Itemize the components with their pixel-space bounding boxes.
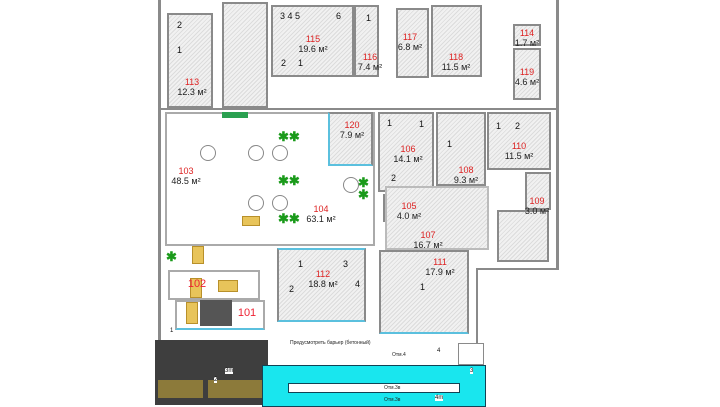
workplace-mark: 3 [343,259,349,269]
bench [242,216,260,226]
room-111[interactable] [379,250,469,334]
workplace-mark: 6 [336,11,342,21]
dimension-label: 4m [435,395,444,401]
channel-divider [288,383,460,393]
room-116[interactable] [354,5,379,77]
elevation-label: Отм.3в [384,397,401,403]
workplace-mark: 2 [281,58,287,68]
room-114[interactable] [513,24,541,46]
workplace-mark: 1 [387,118,393,128]
room-102[interactable] [168,270,260,300]
parking-stripe [208,380,264,398]
section-mark: 2 [214,377,218,383]
outer-wall-right-lower [476,268,559,270]
section-mark: 3 [470,368,474,374]
workplace-mark: 1 [496,121,502,131]
workplace-mark: 1 [298,58,304,68]
corridor-wall [161,108,556,110]
room-label-102: 102 [187,278,207,290]
section-mark: 1 [170,328,174,334]
workplace-mark: 4 [355,279,361,289]
plant-icon: ✱✱ [278,211,300,226]
room-109[interactable] [525,172,551,210]
workplace-mark: 1 [419,119,425,129]
room-117[interactable] [396,8,429,78]
section-mark: 4 [437,348,441,354]
room-label-101: 101 [237,307,257,319]
room-108[interactable] [436,112,486,186]
plant-icon: ✱ [166,249,177,264]
outer-wall-right [556,0,559,270]
outer-wall-left [158,0,161,340]
pillar [458,343,484,365]
sofa [222,112,248,118]
workplace-mark: 1 [177,45,183,55]
bench [190,278,202,298]
table [248,145,264,161]
bench [186,302,198,324]
storage-room [497,210,549,262]
room-115[interactable] [271,5,354,77]
outer-wall-right-lower-v [476,268,478,348]
room-107[interactable] [385,186,489,250]
room-106[interactable] [378,112,434,192]
table [200,145,216,161]
barrier-note: Предусмотреть барьер (бетонный) [290,340,371,346]
workplace-mark: 2 [289,284,295,294]
workplace-mark: 2 [177,20,183,30]
plant-icon: ✱ [358,175,369,190]
room-113[interactable] [167,13,213,108]
tiled-floor [200,300,232,326]
workplace-mark: 2 [391,173,397,183]
table [272,195,288,211]
room-110[interactable] [487,112,551,170]
workplace-mark: 2 [515,121,521,131]
shaft [222,2,268,108]
plant-icon: ✱✱ [278,129,300,144]
dimension-label: 3m [225,368,234,374]
room-112[interactable] [277,248,366,322]
workplace-mark: 1 [298,259,304,269]
parking-stripe [158,380,203,398]
workplace-mark: 1 [420,282,426,292]
plant-icon: ✱✱ [278,173,300,188]
bench [218,280,238,292]
workplace-mark: 1 [366,13,372,23]
room-119[interactable] [513,48,541,100]
room-118[interactable] [431,5,482,77]
elevation-label: Отм.3в [384,385,401,391]
table [343,177,359,193]
bench [192,246,204,264]
table [272,145,288,161]
workplace-mark: 1 [447,139,453,149]
plant-icon: ✱ [358,187,369,202]
workplace-mark: 3 4 5 [280,11,301,21]
room-120[interactable] [328,112,373,166]
table [248,195,264,211]
elevation-label: Отм.4 [392,352,406,358]
